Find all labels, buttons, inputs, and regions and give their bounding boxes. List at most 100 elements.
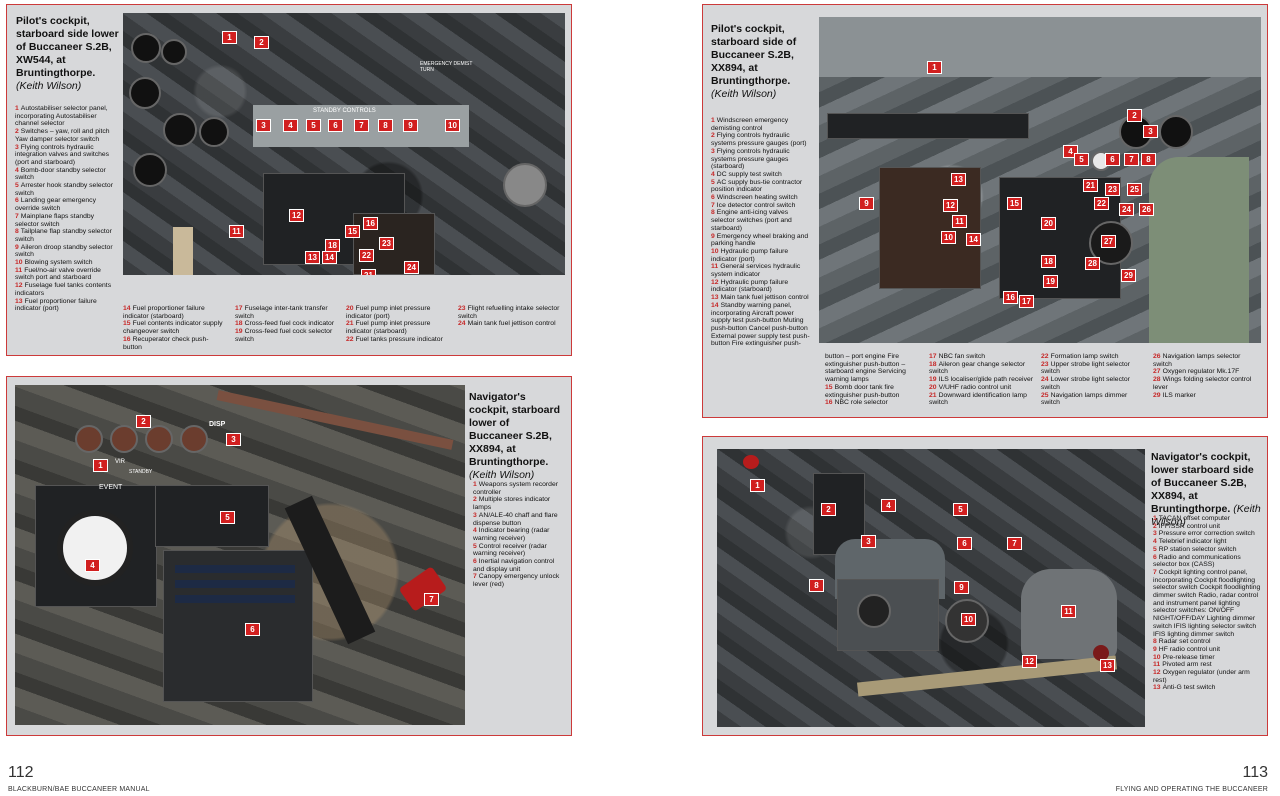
caption-title-text: Navigator's cockpit, lower starboard sid… bbox=[1151, 451, 1254, 515]
marker-10: 10 bbox=[961, 613, 976, 626]
canopy-frame bbox=[819, 17, 1261, 77]
photo-pilot-xx894: 1 2 3 4 5 6 7 8 9 10 11 12 13 14 15 16 1… bbox=[819, 17, 1261, 343]
page-number-left: 112 bbox=[8, 764, 34, 781]
caption-title: Navigator's cockpit, starboard lower of … bbox=[469, 391, 565, 482]
red-knob bbox=[743, 455, 759, 469]
caption-title-text: Navigator's cockpit, starboard lower of … bbox=[469, 391, 561, 468]
marker-21: 21 bbox=[1083, 179, 1098, 192]
marker-11: 11 bbox=[229, 225, 244, 238]
marker-10: 10 bbox=[941, 231, 956, 244]
marker-23: 23 bbox=[379, 237, 394, 250]
warning-panel bbox=[879, 167, 981, 289]
marker-6: 6 bbox=[957, 537, 972, 550]
marker-19: 19 bbox=[1043, 275, 1058, 288]
harness-strap bbox=[856, 655, 1118, 697]
marker-6: 6 bbox=[328, 119, 343, 132]
inav-panel bbox=[163, 550, 313, 702]
marker-3: 3 bbox=[256, 119, 271, 132]
page-number-right: 113 bbox=[1242, 764, 1268, 781]
caption-title-text: Pilot's cockpit, starboard side of Bucca… bbox=[711, 23, 797, 87]
label-vir: VIR bbox=[115, 459, 126, 465]
marker-13: 13 bbox=[305, 251, 320, 264]
legend-item: button – port engine Fire extinguisher p… bbox=[825, 353, 906, 384]
gauge bbox=[161, 39, 187, 65]
marker-25: 25 bbox=[1127, 183, 1142, 196]
caption-title: Pilot's cockpit, starboard side lower of… bbox=[16, 15, 119, 93]
pipe bbox=[216, 390, 454, 450]
marker-8: 8 bbox=[378, 119, 393, 132]
marker-7: 7 bbox=[1007, 537, 1022, 550]
marker-2: 2 bbox=[1127, 109, 1142, 122]
panel-pilot-xw544: Pilot's cockpit, starboard side lower of… bbox=[6, 4, 572, 356]
marker-23: 23 bbox=[1105, 183, 1120, 196]
stores-lamp bbox=[180, 425, 208, 453]
switch-row bbox=[827, 113, 1029, 139]
marker-27: 27 bbox=[1101, 235, 1116, 248]
marker-12: 12 bbox=[289, 209, 304, 222]
marker-4: 4 bbox=[881, 499, 896, 512]
marker-2: 2 bbox=[821, 503, 836, 516]
running-head-left: BLACKBURN/BAE BUCCANEER MANUAL bbox=[8, 786, 150, 793]
marker-10: 10 bbox=[445, 119, 460, 132]
placard-standby-controls: STANDBY CONTROLS bbox=[313, 108, 376, 114]
hydraulic-gauge bbox=[1159, 115, 1193, 149]
marker-1: 1 bbox=[93, 459, 108, 472]
caption-title-text: Pilot's cockpit, starboard side lower of… bbox=[16, 15, 119, 79]
legend-col-2: button – port engine Fire extinguisher p… bbox=[825, 353, 927, 407]
marker-5: 5 bbox=[1074, 153, 1089, 166]
gauge bbox=[131, 33, 161, 63]
label-disp: DISP bbox=[209, 421, 226, 428]
gauge bbox=[199, 117, 229, 147]
control-receiver bbox=[155, 485, 269, 547]
gauge bbox=[129, 77, 161, 109]
marker-18: 18 bbox=[1041, 255, 1056, 268]
label-event: EVENT bbox=[99, 484, 123, 491]
marker-13: 13 bbox=[1100, 659, 1115, 672]
marker-14: 14 bbox=[322, 251, 337, 264]
photo-nav-xx894-lower: 1 2 3 4 5 6 7 8 9 10 11 12 13 bbox=[717, 449, 1145, 727]
marker-2: 2 bbox=[136, 415, 151, 428]
panel-pilot-xx894: Pilot's cockpit, starboard side of Bucca… bbox=[702, 4, 1268, 418]
marker-5: 5 bbox=[306, 119, 321, 132]
caption-credit: (Keith Wilson) bbox=[1151, 503, 1261, 528]
marker-22: 22 bbox=[359, 249, 374, 262]
marker-9: 9 bbox=[859, 197, 874, 210]
